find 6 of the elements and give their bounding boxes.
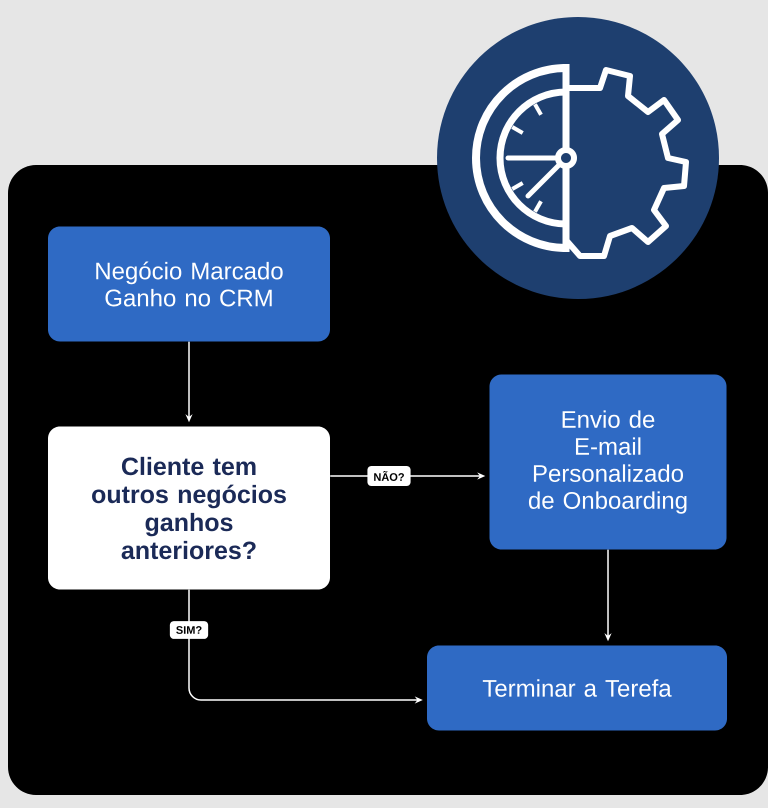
process-box: Negócio Marcado Ganho no CRM xyxy=(48,226,330,342)
edge-label: NÃO? xyxy=(367,466,411,486)
edge-label: SIM? xyxy=(170,621,208,639)
process-box: Envio de E-mail Personalizado de Onboarding xyxy=(490,374,726,550)
end-box: Terminar a Terefa xyxy=(427,646,727,730)
decision-box: Cliente tem outros negócios ganhos anteriores? xyxy=(48,426,330,590)
